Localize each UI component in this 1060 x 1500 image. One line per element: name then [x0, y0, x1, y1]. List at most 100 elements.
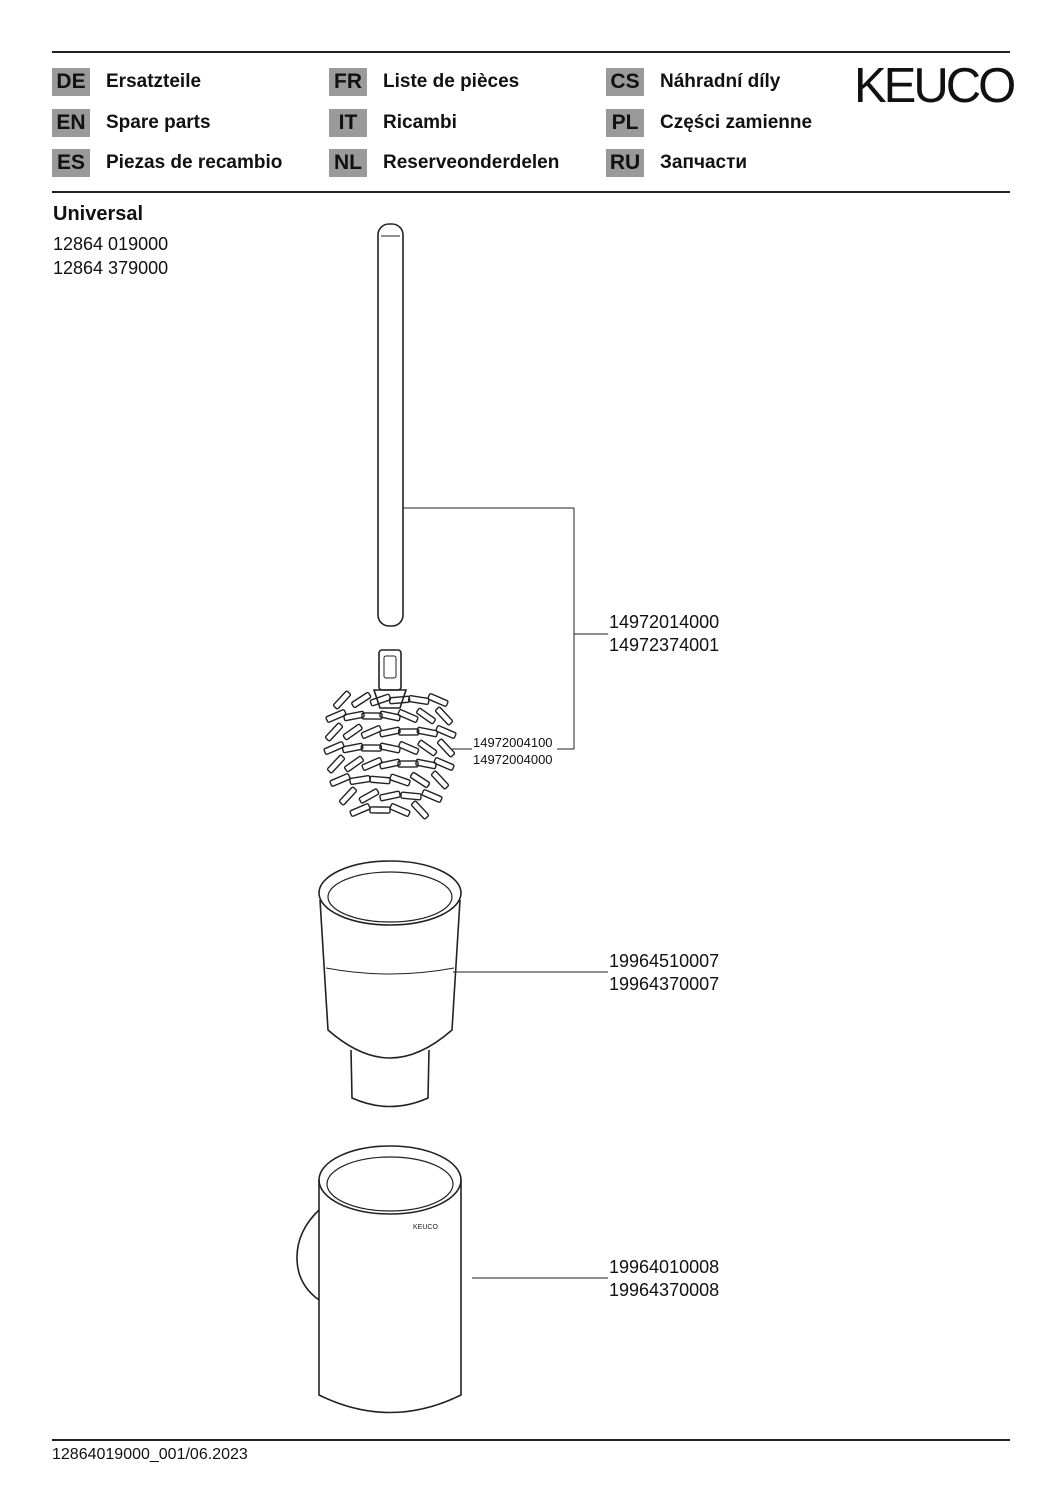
- bristle: [360, 744, 383, 752]
- bristle: [360, 725, 382, 739]
- bristle: [427, 693, 449, 707]
- bristle: [397, 728, 420, 736]
- lang-code: NL: [329, 149, 367, 177]
- bristle: [435, 725, 457, 739]
- bristle: [341, 742, 364, 754]
- part-number: 14972004000: [473, 752, 553, 767]
- bristle: [379, 726, 401, 738]
- bristle: [379, 790, 401, 802]
- lang-es: ES Piezas de recambio: [52, 148, 282, 178]
- lang-code: FR: [329, 68, 367, 96]
- part-number: 19964370008: [609, 1280, 720, 1300]
- document-id: 12864019000_001/06.2023: [52, 1446, 248, 1463]
- lang-code: EN: [52, 109, 90, 137]
- bristle: [343, 755, 365, 773]
- bristle: [436, 738, 456, 758]
- bristle: [329, 773, 351, 787]
- bristle: [398, 741, 420, 755]
- bristle: [361, 712, 383, 720]
- leader-lines: [403, 507, 608, 1279]
- lang-code: RU: [606, 149, 644, 177]
- part-number-holder: 19964010008 19964370008: [609, 1256, 719, 1302]
- bristle: [349, 803, 371, 817]
- brand-logo: KEUCO: [854, 59, 1016, 113]
- lang-cs: CS Náhradní díly: [606, 67, 780, 97]
- bristle: [389, 803, 411, 817]
- lang-ru: RU Запчасти: [606, 148, 747, 178]
- bristle: [416, 726, 439, 738]
- lang-it: IT Ricambi: [329, 108, 457, 138]
- bristle: [388, 695, 411, 705]
- bristle: [342, 723, 363, 741]
- lang-nl: NL Reserveonderdelen: [329, 148, 559, 178]
- holder-body: [296, 1145, 462, 1414]
- lang-label: Náhradní díly: [660, 71, 781, 92]
- lang-label: Spare parts: [106, 112, 211, 133]
- part-number: 14972374001: [609, 635, 720, 655]
- lang-de: DE Ersatzteile: [52, 67, 201, 97]
- bristle: [433, 757, 455, 771]
- bristle: [410, 800, 430, 820]
- bristle: [421, 789, 443, 803]
- bristle: [324, 722, 344, 742]
- bristle: [409, 771, 431, 789]
- bristle: [323, 741, 345, 755]
- bristle: [379, 742, 401, 754]
- lang-code: ES: [52, 149, 90, 177]
- bristle: [415, 707, 437, 725]
- lang-code: DE: [52, 68, 90, 96]
- part-number: 14972004100: [473, 735, 553, 750]
- lang-code: PL: [606, 109, 644, 137]
- bristle: [358, 788, 380, 804]
- lang-label: Запчасти: [660, 152, 748, 173]
- header-top-rule: [52, 51, 1010, 53]
- bristle: [397, 760, 419, 768]
- bristle: [361, 757, 383, 771]
- part-number: 19964370007: [609, 974, 720, 994]
- part-number: 19964510007: [609, 951, 720, 971]
- part-number-brush-head: 14972004100 14972004000: [473, 734, 553, 768]
- bristle: [326, 754, 346, 774]
- bristle: [400, 791, 422, 801]
- lang-fr: FR Liste de pièces: [329, 67, 519, 97]
- lang-label: Części zamienne: [660, 112, 813, 133]
- product-name: Universal: [53, 203, 144, 225]
- bristle: [369, 693, 392, 707]
- lang-label: Ersatzteile: [106, 71, 202, 92]
- bristle: [389, 773, 411, 787]
- model-number: 12864 379000: [53, 258, 169, 278]
- brush-head: [323, 649, 457, 820]
- bristle: [415, 758, 437, 770]
- part-number: 14972014000: [609, 612, 720, 632]
- part-number-insert: 19964510007 19964370007: [609, 950, 719, 996]
- lang-en: EN Spare parts: [52, 108, 211, 138]
- lang-code: CS: [606, 68, 644, 96]
- bristle: [351, 691, 372, 709]
- bristle: [369, 806, 391, 814]
- bristle: [369, 775, 391, 785]
- bristle: [407, 694, 430, 706]
- bristle: [397, 709, 419, 723]
- part-number: 19964010008: [609, 1257, 720, 1277]
- insert-cup: [318, 860, 462, 1108]
- lang-label: Ricambi: [383, 112, 457, 133]
- lang-code: IT: [329, 109, 367, 137]
- lang-label: Reserveonderdelen: [383, 152, 560, 173]
- handle-rod: [377, 223, 404, 627]
- lang-label: Liste de pièces: [383, 71, 520, 92]
- bristle: [343, 710, 365, 722]
- bristle: [379, 710, 401, 722]
- bristle: [349, 774, 371, 786]
- lang-pl: PL Części zamienne: [606, 108, 812, 138]
- part-number-handle: 14972014000 14972374001: [609, 611, 719, 657]
- lang-label: Piezas de recambio: [106, 152, 283, 173]
- bristle: [332, 690, 352, 710]
- bristle: [325, 709, 347, 723]
- holder-logo: KEUCO: [413, 1224, 438, 1231]
- bristle: [434, 706, 454, 726]
- bristle: [430, 770, 450, 790]
- header-bottom-rule: [52, 191, 1010, 193]
- bristle: [338, 786, 358, 806]
- bristle: [417, 739, 438, 757]
